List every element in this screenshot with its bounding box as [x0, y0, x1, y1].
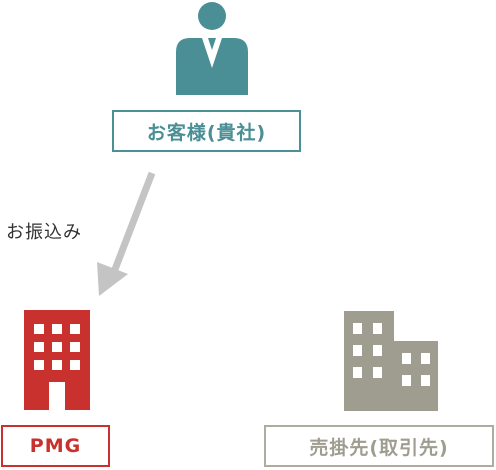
- customer-node: お客様(貴社): [112, 110, 301, 152]
- office-building-icon: [24, 310, 90, 410]
- pmg-label: PMG: [29, 435, 82, 457]
- person-icon: [176, 2, 248, 95]
- customer-label: お客様(貴社): [146, 121, 267, 144]
- seller-node: 売掛先(取引先): [264, 425, 494, 467]
- seller-label: 売掛先(取引先): [309, 436, 449, 459]
- pmg-node: PMG: [1, 425, 110, 467]
- buildings-icon: [344, 311, 438, 411]
- payment-label: お振込み: [6, 222, 82, 243]
- payment-arrow: [97, 171, 156, 296]
